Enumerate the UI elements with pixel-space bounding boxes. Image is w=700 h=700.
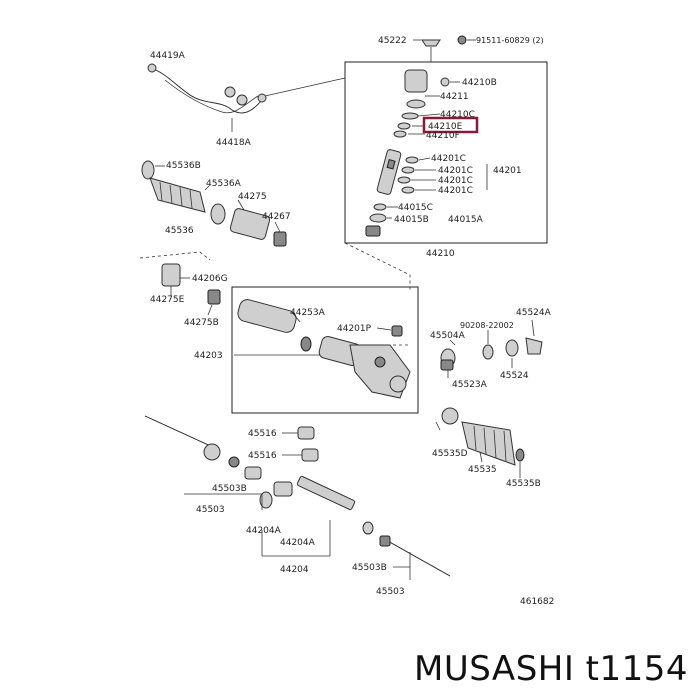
right-boot-parts [362, 407, 525, 580]
label-44201C-4: 44201C [438, 186, 473, 196]
label-45535B: 45535B [506, 479, 541, 489]
label-44253A: 44253A [290, 308, 326, 318]
label-44267: 44267 [262, 212, 291, 222]
rack-housing [234, 299, 411, 399]
label-44201P: 44201P [337, 324, 372, 334]
valve-housing-group-box [344, 61, 548, 244]
label-44201: 44201 [493, 166, 522, 176]
label-45503B-2: 45503B [352, 563, 387, 573]
label-461682: 461682 [520, 597, 554, 607]
label-45222: 45222 [378, 36, 407, 46]
label-90208: 90208-22002 [460, 321, 514, 330]
label-44015B: 44015B [394, 215, 429, 225]
label-44204A-1: 44204A [246, 526, 282, 536]
label-45503B-1: 45503B [212, 484, 247, 494]
label-44201C-3: 44201C [438, 176, 473, 186]
label-45516-1: 45516 [248, 429, 277, 439]
lower-tie-rod-parts [144, 415, 356, 557]
guide-line-left [139, 251, 211, 261]
label-45536B: 45536B [166, 161, 201, 171]
label-44275E: 44275E [150, 295, 185, 305]
label-45504A: 45504A [430, 331, 466, 341]
label-44211: 44211 [440, 92, 469, 102]
label-45535D: 45535D [432, 449, 468, 459]
label-45535: 45535 [468, 465, 497, 475]
label-44210: 44210 [426, 249, 455, 259]
label-44203: 44203 [194, 351, 223, 361]
label-45523A: 45523A [452, 380, 488, 390]
label-44419A: 44419A [150, 51, 186, 61]
label-44015A: 44015A [448, 215, 484, 225]
seal-parts [161, 263, 221, 316]
label-44275B: 44275B [184, 318, 219, 328]
label-45503-2: 45503 [376, 587, 405, 597]
label-44210C: 44210C [440, 110, 475, 120]
guide-line-center [344, 242, 411, 290]
label-44275: 44275 [238, 192, 267, 202]
label-44201C-2: 44201C [438, 166, 473, 176]
hose-assembly [147, 63, 346, 132]
rack-housing-group-box [231, 286, 419, 414]
valve-internals [365, 69, 488, 237]
label-44210F: 44210F [426, 131, 460, 141]
label-45503-1: 45503 [196, 505, 225, 515]
label-45524: 45524 [500, 371, 529, 381]
brand-caption: MUSASHI t1154 [414, 649, 688, 689]
label-91511: 91511-60829 (2) [476, 36, 544, 45]
valve-cap-parts [413, 35, 476, 62]
label-44201C-1: 44201C [431, 154, 466, 164]
right-mount-parts [440, 319, 543, 378]
highlight-box-44210E [422, 116, 479, 134]
label-45536: 45536 [165, 226, 194, 236]
label-44206G: 44206G [192, 274, 228, 284]
label-45536A: 45536A [206, 179, 242, 189]
label-45516-2: 45516 [248, 451, 277, 461]
label-44418A: 44418A [216, 138, 252, 148]
label-44210E: 44210E [428, 122, 463, 132]
label-45524A: 45524A [516, 308, 552, 318]
left-boot-parts [141, 160, 287, 247]
label-44015C: 44015C [398, 203, 433, 213]
label-44204A-2: 44204A [280, 538, 316, 548]
label-44210B: 44210B [462, 78, 497, 88]
label-44204: 44204 [280, 565, 309, 575]
